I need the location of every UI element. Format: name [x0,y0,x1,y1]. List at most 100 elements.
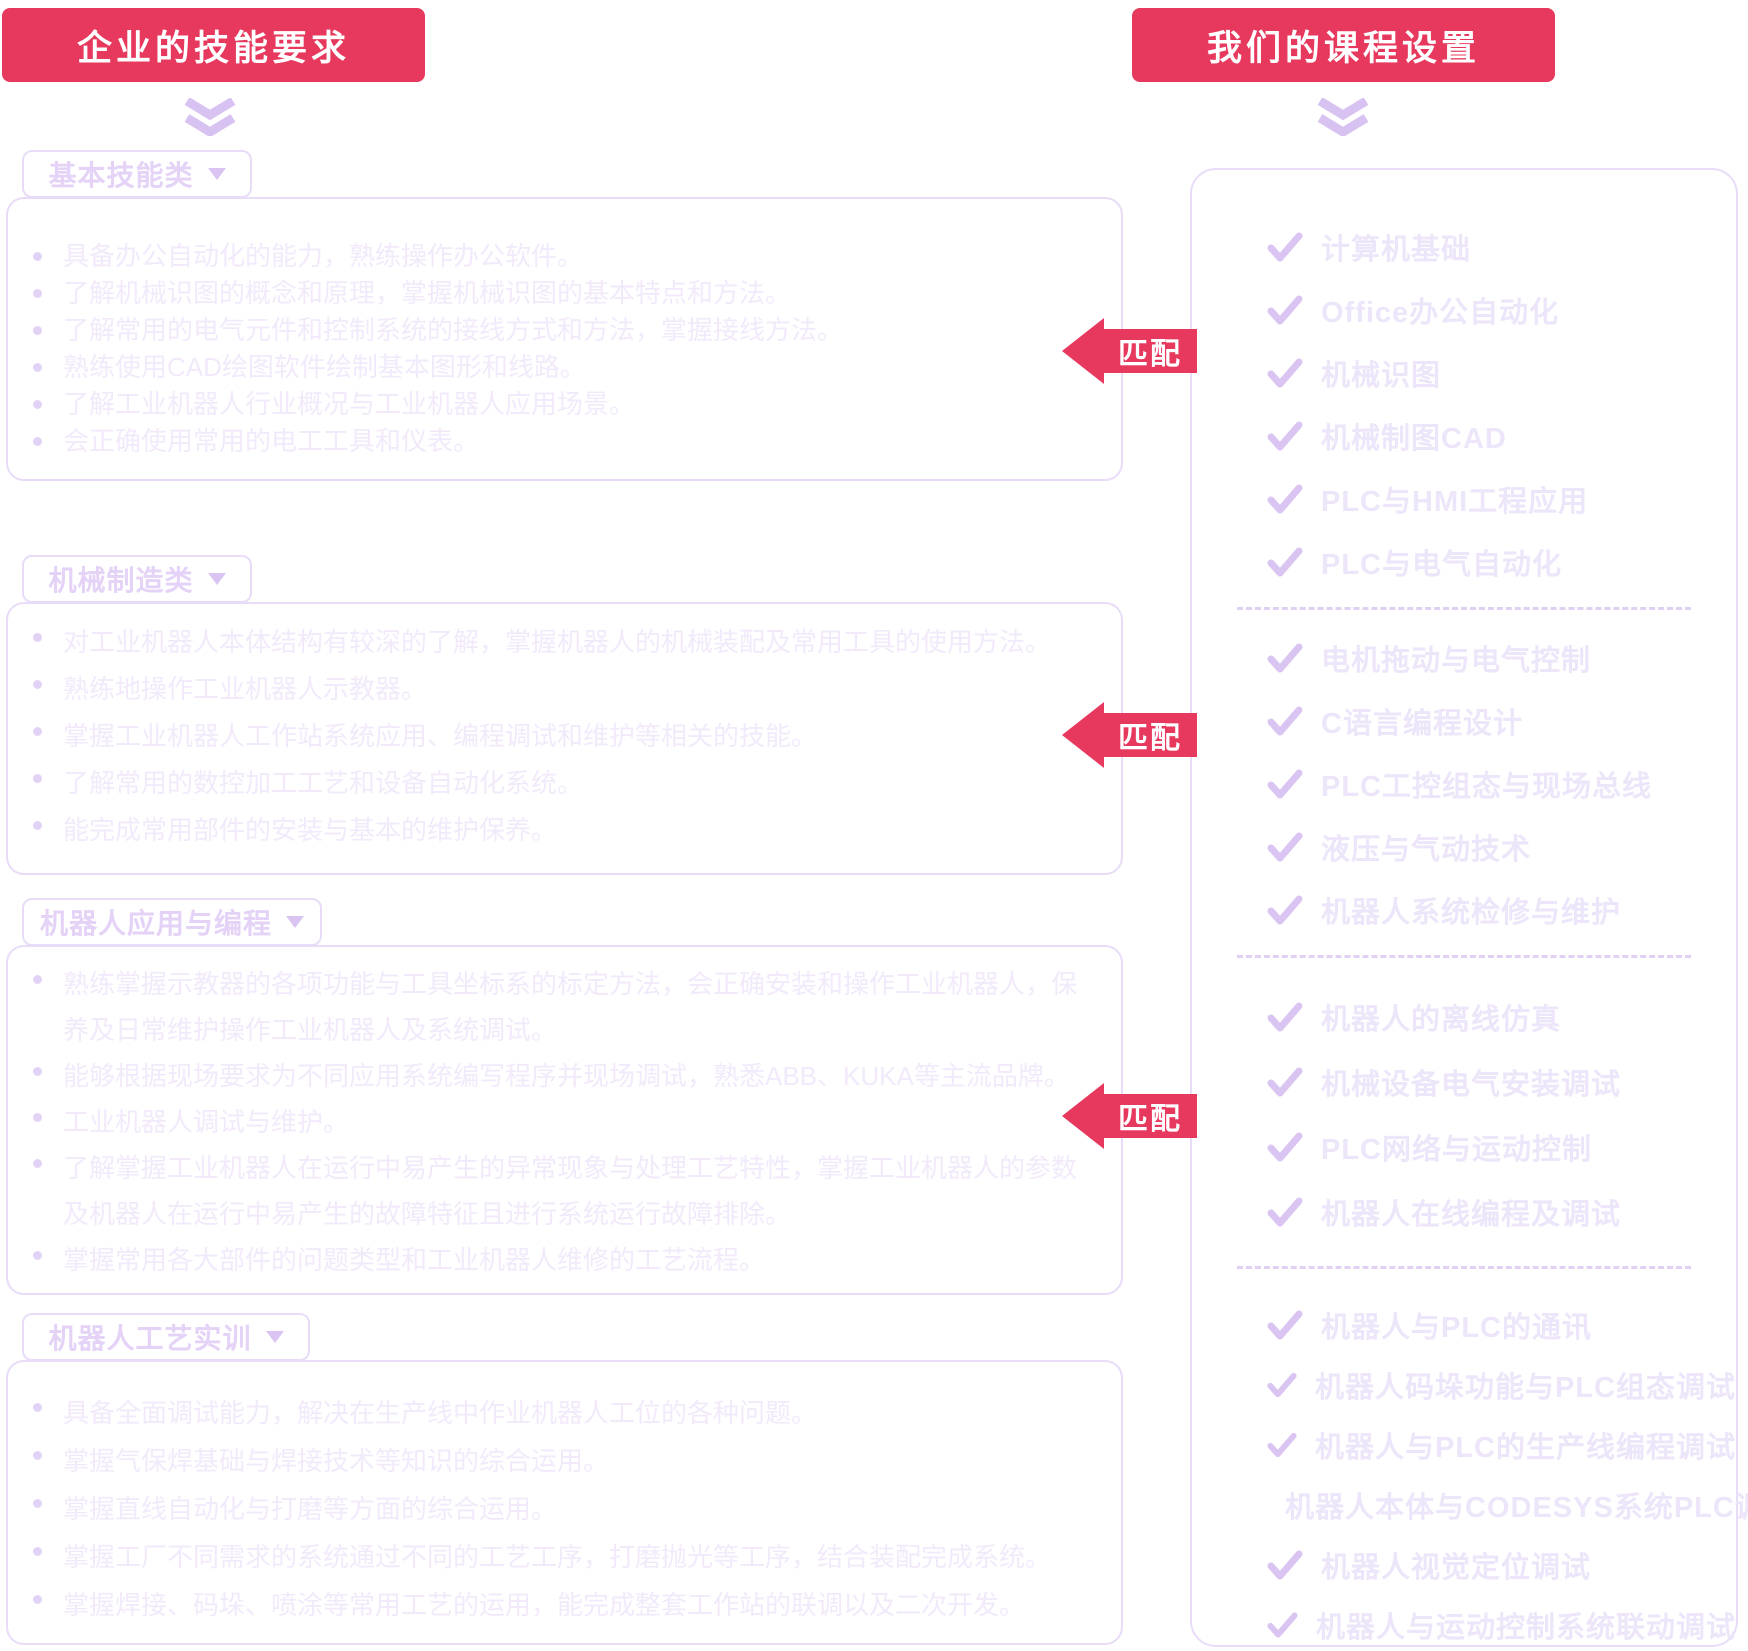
course-group-0: 计算机基础 Office办公自动化机械识图机械制图CAD PLC与HMI工程应用 PL… [1192,215,1736,593]
match-arrow-1: 匹配 [1062,702,1197,768]
check-icon [1267,895,1303,924]
skill-bullet: 掌握气保焊基础与焊接技术等知识的综合运用。 [33,1437,1081,1485]
right-column-header: 我们的课程设置 [1132,8,1555,82]
tab-skill-group-0[interactable]: 基本技能类 [22,150,252,198]
check-icon [1267,1132,1303,1161]
course-item-label: C语言编程设计 [1321,707,1523,740]
course-item-label: 机器人与PLC的通讯 [1321,1312,1593,1344]
tab-label: 基本技能类 [48,160,194,191]
check-icon [1267,706,1303,735]
tab-label: 机器人应用与编程 [39,908,272,939]
caret-down-icon [265,1331,284,1343]
tab-skill-group-1[interactable]: 机械制造类 [22,555,252,603]
skill-bullet-list: 具备全面调试能力，解决在生产线中作业机器人工位的各种问题。掌握气保焊基础与焊接技… [8,1362,1121,1629]
course-item-label: 机器人码垛功能与PLC组态调试 [1314,1372,1736,1404]
skill-bullet: 熟练掌握示教器的各项功能与工具坐标系的标定方法，会正确安装和操作工业机器人，保养… [33,961,1081,1053]
course-item: PLC工控组态与现场总线 [1192,752,1736,815]
course-item-label: PLC网络与运动控制 [1321,1133,1593,1166]
skill-bullet-list: 具备办公自动化的能力，熟练操作办公软件。了解机械识图的概念和原理，掌握机械识图的… [8,199,1121,460]
course-item: C语言编程设计 [1192,689,1736,752]
course-item: 机器人与运动控制系统联动调试 [1192,1595,1736,1651]
course-item-label: 机械设备电气安装调试 [1321,1068,1622,1101]
skill-bullet: 掌握常用各大部件的问题类型和工业机器人维修的工艺流程。 [33,1237,1081,1283]
match-arrow-2: 匹配 [1062,1083,1197,1149]
check-icon [1267,832,1303,861]
check-icon [1267,1197,1303,1226]
skill-box-3: 具备全面调试能力，解决在生产线中作业机器人工位的各种问题。掌握气保焊基础与焊接技… [6,1360,1123,1645]
skill-bullet: 了解工业机器人行业概况与工业机器人应用场景。 [33,386,1081,423]
group-divider [1237,1266,1691,1269]
skill-bullet: 掌握焊接、码垛、喷涂等常用工艺的运用，能完成整套工作站的联调以及二次开发。 [33,1581,1081,1629]
course-item: 机器人在线编程及调试 [1192,1179,1736,1244]
check-icon [1267,1372,1297,1398]
course-item-label: 机器人与PLC的生产线编程调试 [1314,1432,1736,1464]
course-item: 机器人码垛功能与PLC组态调试 [1192,1355,1736,1415]
check-icon [1267,358,1303,387]
check-icon [1267,1067,1303,1096]
skill-bullet: 了解掌握工业机器人在运行中易产生的异常现象与处理工艺特性，掌握工业机器人的参数及… [33,1145,1081,1237]
course-list: 计算机基础 Office办公自动化机械识图机械制图CAD PLC与HMI工程应用 PL… [1192,215,1748,1651]
course-item: 机械识图 [1192,341,1736,404]
tab-label: 机器人工艺实训 [48,1323,252,1354]
course-item-label: 电机拖动与电气控制 [1321,644,1592,677]
double-chevron-down-icon [184,98,236,136]
skill-bullet-list: 熟练掌握示教器的各项功能与工具坐标系的标定方法，会正确安装和操作工业机器人，保养… [8,947,1121,1283]
course-item-label: PLC工控组态与现场总线 [1321,770,1653,803]
course-item: 计算机基础 [1192,215,1736,278]
course-item: 液压与气动技术 [1192,815,1736,878]
check-icon [1267,547,1303,576]
left-column-header: 企业的技能要求 [2,8,425,82]
skill-bullet: 对工业机器人本体结构有较深的了解，掌握机器人的机械装配及常用工具的使用方法。 [33,619,1081,666]
group-divider [1237,607,1691,610]
caret-down-icon [207,168,226,180]
tab-label: 机械制造类 [48,565,194,596]
course-group-1: 电机拖动与电气控制 C语言编程设计 PLC工控组态与现场总线液压与气动技术机器人系统… [1192,626,1736,941]
course-item: PLC与电气自动化 [1192,530,1736,593]
course-item-label: PLC与电气自动化 [1321,548,1563,581]
match-label: 匹配 [1103,713,1197,757]
course-item-label: 机器人在线编程及调试 [1321,1198,1622,1231]
course-item-label: 机器人系统检修与维护 [1321,896,1622,929]
course-item: PLC与HMI工程应用 [1192,467,1736,530]
course-item-label: PLC与HMI工程应用 [1321,485,1589,518]
tab-skill-group-2[interactable]: 机器人应用与编程 [22,898,322,946]
course-item: 电机拖动与电气控制 [1192,626,1736,689]
course-item: 机械设备电气安装调试 [1192,1049,1736,1114]
course-item-label: 机器人本体与CODESYS系统PLC调试 [1285,1492,1748,1524]
skill-bullet: 能够根据现场要求为不同应用系统编写程序并现场调试，熟悉ABB、KUKA等主流品牌… [33,1053,1081,1099]
check-icon [1267,1612,1298,1638]
skill-bullet: 了解常用的电气元件和控制系统的接线方式和方法，掌握接线方法。 [33,312,1081,349]
check-icon [1267,1310,1303,1340]
course-item-label: 机器人与运动控制系统联动调试 [1315,1612,1736,1644]
course-item: 机器人本体与CODESYS系统PLC调试 [1192,1475,1748,1535]
group-divider [1237,955,1691,958]
course-item-label: Office办公自动化 [1321,296,1560,329]
check-icon [1267,769,1303,798]
skill-bullet-list: 对工业机器人本体结构有较深的了解，掌握机器人的机械装配及常用工具的使用方法。熟练… [8,604,1121,854]
course-item-label: 液压与气动技术 [1321,833,1532,866]
course-panel: 计算机基础 Office办公自动化机械识图机械制图CAD PLC与HMI工程应用 PL… [1190,168,1748,1647]
check-icon [1267,484,1303,513]
skill-bullet: 了解常用的数控加工工艺和设备自动化系统。 [33,760,1081,807]
tab-skill-group-3[interactable]: 机器人工艺实训 [22,1313,310,1361]
skill-box-1: 对工业机器人本体结构有较深的了解，掌握机器人的机械装配及常用工具的使用方法。熟练… [6,602,1123,875]
match-label: 匹配 [1103,1094,1197,1138]
course-item: 机器人系统检修与维护 [1192,878,1736,941]
skill-bullet: 熟练地操作工业机器人示教器。 [33,666,1081,713]
check-icon [1267,1432,1297,1458]
course-item-label: 计算机基础 [1321,233,1472,266]
course-item-label: 机器人视觉定位调试 [1321,1552,1592,1584]
check-icon [1267,1002,1303,1031]
check-icon [1267,1550,1303,1580]
course-item: Office办公自动化 [1192,278,1736,341]
skill-bullet: 掌握直线自动化与打磨等方面的综合运用。 [33,1485,1081,1533]
arrow-left-icon [1062,318,1104,384]
course-item-label: 机械制图CAD [1321,422,1507,455]
course-item: 机器人的离线仿真 [1192,984,1736,1049]
check-icon [1267,643,1303,672]
match-arrow-0: 匹配 [1062,318,1197,384]
arrow-left-icon [1062,702,1104,768]
skill-bullet: 工业机器人调试与维护。 [33,1099,1081,1145]
skill-bullet: 熟练使用CAD绘图软件绘制基本图形和线路。 [33,349,1081,386]
